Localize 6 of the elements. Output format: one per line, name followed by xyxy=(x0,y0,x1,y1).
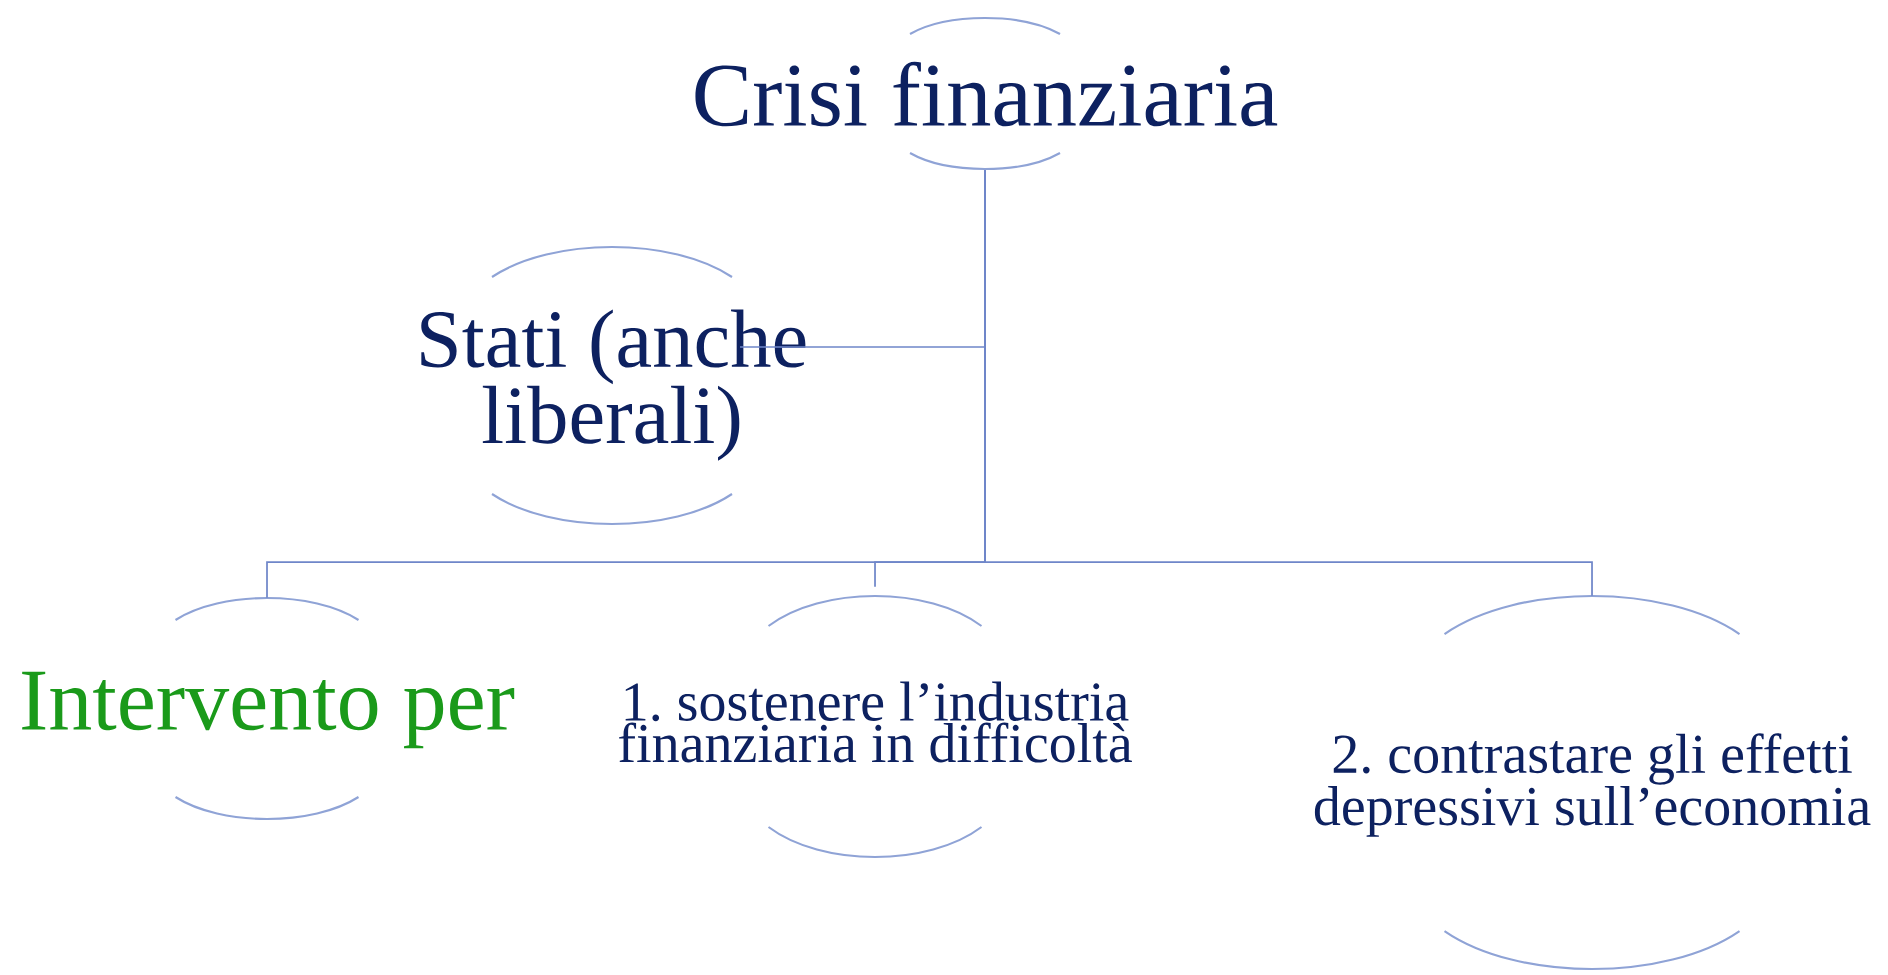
connector-line xyxy=(984,169,1593,597)
circle-node: Stati (anche liberali) xyxy=(421,245,806,526)
circle-node: 2. contrastare gli effetti depressivi sull’economia xyxy=(1314,595,1871,971)
circle-node: 1. sostenere l’industria finanziaria in difficoltà xyxy=(619,595,1132,858)
circle-node: Intervento per xyxy=(22,596,515,821)
circle-node: Crisi finanziaria xyxy=(695,16,1278,171)
